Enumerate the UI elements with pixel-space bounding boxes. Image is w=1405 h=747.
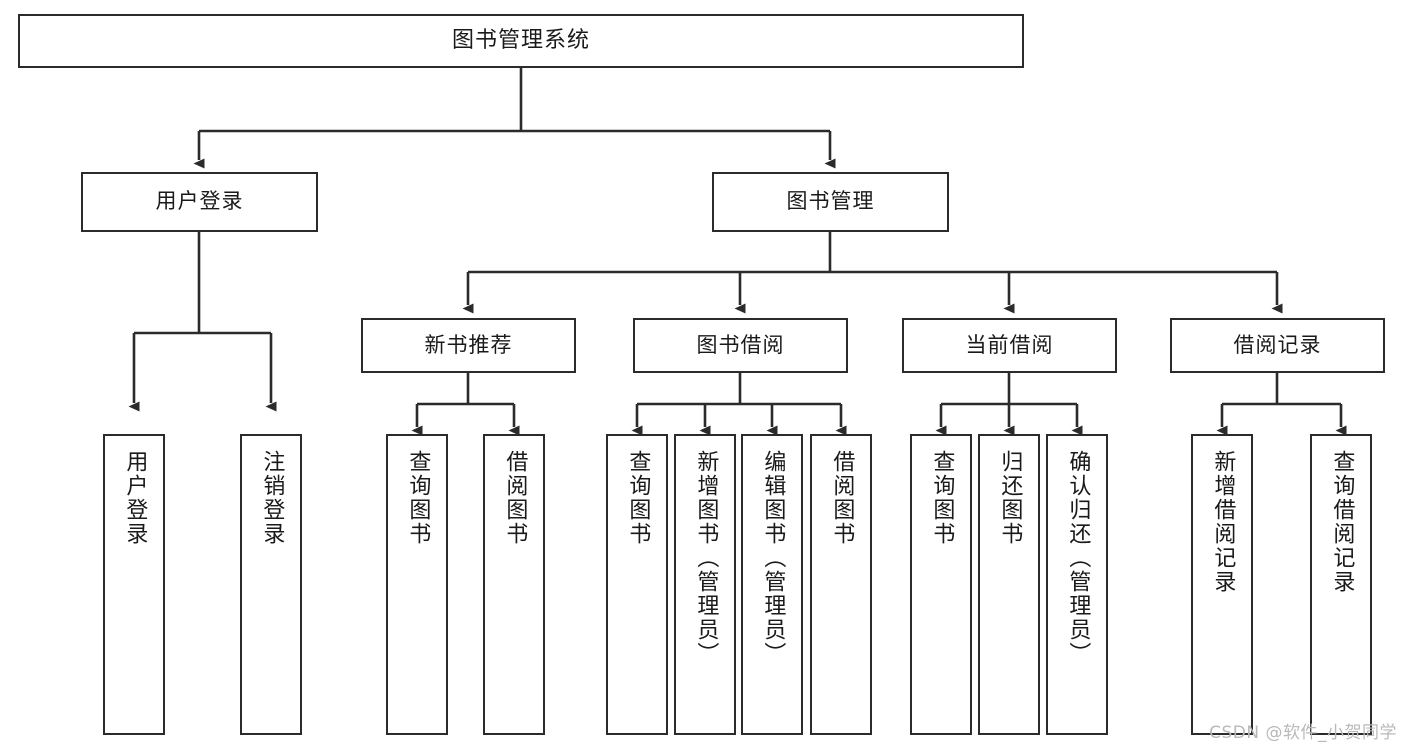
leaf-label: 查询图书 xyxy=(929,450,955,546)
leaf-borrow-record-query-record[interactable]: 查询借阅记录 xyxy=(1310,434,1372,735)
leaf-label: 查询借阅记录 xyxy=(1329,450,1355,594)
leaf-book-borrow-edit-book[interactable]: 编辑图书（管理员） xyxy=(741,434,803,735)
node-current-borrow-label: 当前借阅 xyxy=(965,332,1054,357)
node-book-management-label: 图书管理 xyxy=(786,189,875,214)
leaf-label: 新增借阅记录 xyxy=(1210,450,1236,594)
node-book-management[interactable]: 图书管理 xyxy=(712,172,949,232)
leaf-label: 借阅图书 xyxy=(502,450,528,546)
node-root[interactable]: 图书管理系统 xyxy=(18,14,1024,68)
leaf-book-borrow-add-book[interactable]: 新增图书（管理员） xyxy=(674,434,736,735)
leaf-new-book-query-book[interactable]: 查询图书 xyxy=(386,434,448,735)
node-current-borrow[interactable]: 当前借阅 xyxy=(902,318,1117,373)
node-root-label: 图书管理系统 xyxy=(451,27,590,53)
watermark: CSDN @软件_小贺同学 xyxy=(1209,723,1397,743)
node-new-book-recommend-label: 新书推荐 xyxy=(424,332,513,357)
node-book-borrow-label: 图书借阅 xyxy=(696,332,785,357)
node-user-login-label: 用户登录 xyxy=(155,189,244,214)
leaf-borrow-record-add-record[interactable]: 新增借阅记录 xyxy=(1191,434,1253,735)
leaf-label: 查询图书 xyxy=(405,450,431,546)
leaf-current-borrow-return-book[interactable]: 归还图书 xyxy=(978,434,1040,735)
node-new-book-recommend[interactable]: 新书推荐 xyxy=(361,318,576,373)
leaf-user-login-logout[interactable]: 注销登录 xyxy=(240,434,302,735)
leaf-label: 确认归还（管理员） xyxy=(1065,450,1091,666)
node-book-borrow[interactable]: 图书借阅 xyxy=(633,318,848,373)
leaf-book-borrow-borrow-book[interactable]: 借阅图书 xyxy=(810,434,872,735)
node-borrow-record-label: 借阅记录 xyxy=(1233,332,1322,357)
leaf-book-borrow-query-book[interactable]: 查询图书 xyxy=(606,434,668,735)
leaf-label: 归还图书 xyxy=(997,450,1023,546)
node-borrow-record[interactable]: 借阅记录 xyxy=(1170,318,1385,373)
leaf-label: 注销登录 xyxy=(259,450,285,546)
leaf-current-borrow-confirm-return[interactable]: 确认归还（管理员） xyxy=(1046,434,1108,735)
leaf-label: 借阅图书 xyxy=(829,450,855,546)
leaf-label: 编辑图书（管理员） xyxy=(760,450,786,666)
node-user-login[interactable]: 用户登录 xyxy=(81,172,318,232)
leaf-label: 新增图书（管理员） xyxy=(693,450,719,666)
leaf-user-login-login[interactable]: 用户登录 xyxy=(103,434,165,735)
leaf-new-book-borrow-book[interactable]: 借阅图书 xyxy=(483,434,545,735)
leaf-label: 查询图书 xyxy=(625,450,651,546)
leaf-label: 用户登录 xyxy=(122,450,148,546)
leaf-current-borrow-query-book[interactable]: 查询图书 xyxy=(910,434,972,735)
